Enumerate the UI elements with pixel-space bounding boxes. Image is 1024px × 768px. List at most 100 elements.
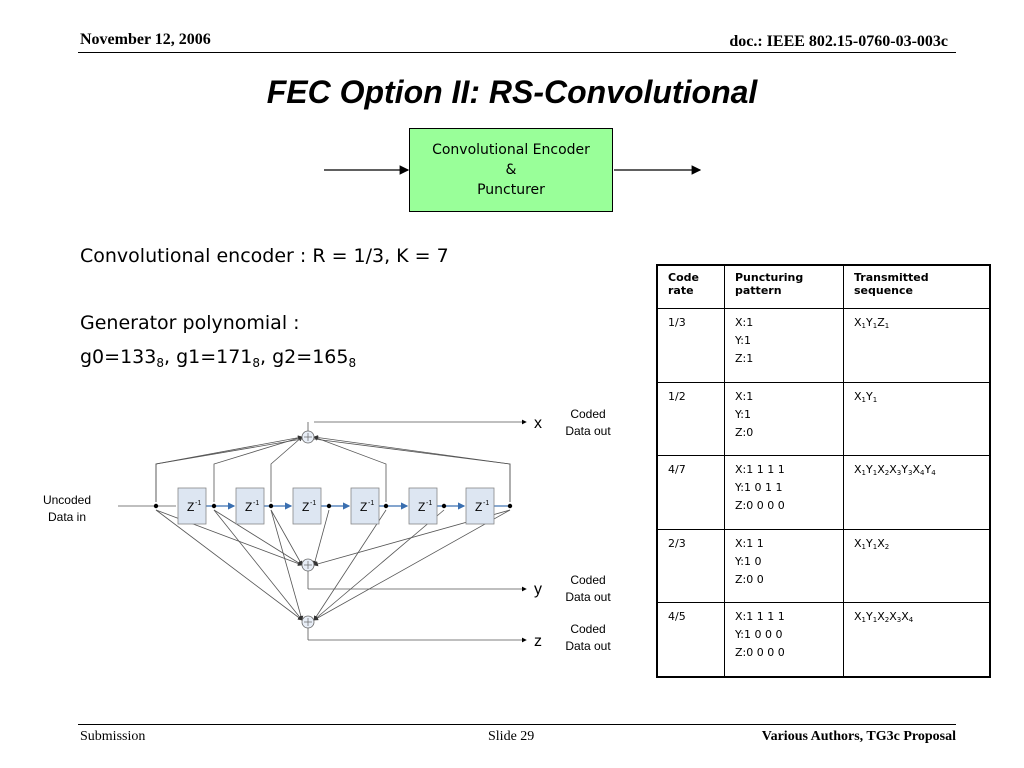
encoder-box-line2: & <box>505 162 517 178</box>
sequence-index: 1 <box>861 616 867 625</box>
puncturing-table: Code rate Puncturing pattern Transmitted… <box>656 264 991 678</box>
sequence-symbol: X <box>854 316 862 329</box>
transmitted-sequence-cell: X1Y1X2X3Y3X4Y4 <box>843 455 991 530</box>
g1-value: , g1=171 <box>163 346 253 368</box>
slide-title: FEC Option II: RS-Convolutional <box>266 74 758 110</box>
delay-register <box>350 487 380 525</box>
output-x-label-2: Data out <box>565 424 611 438</box>
sequence-symbol: X <box>877 536 885 550</box>
output-z-label-2: Data out <box>565 639 611 653</box>
pattern-line: Y:1 0 0 0 <box>735 628 783 642</box>
transmitted-sequence-cell: X1Y1X2 <box>843 528 991 604</box>
z-tap <box>313 509 445 621</box>
sequence-symbol: Y <box>901 463 908 477</box>
delay-register <box>465 487 495 525</box>
sequence-symbol: Y <box>866 316 873 329</box>
generator-values: g0=1338, g1=1718, g2=1658 <box>80 346 356 370</box>
delay-label: Z <box>302 500 309 514</box>
sequence-index: 1 <box>861 395 867 404</box>
header-divider <box>78 52 956 53</box>
sequence-index: 3 <box>907 469 913 478</box>
y-tap <box>312 509 330 566</box>
sequence-index: 1 <box>884 322 890 330</box>
output-y-symbol: y <box>534 581 542 598</box>
g1-base: 8 <box>252 356 261 370</box>
delay-exponent: -1 <box>195 500 201 507</box>
pattern-line: X:1 1 1 1 <box>735 610 785 624</box>
header-transmitted-sequence: Transmitted sequence <box>843 264 991 309</box>
sequence-index: 1 <box>861 322 867 330</box>
pattern-line: Y:1 <box>735 407 751 421</box>
header-puncturing-pattern: Puncturing pattern <box>724 264 844 309</box>
output-x-label-1: Coded <box>570 407 605 421</box>
sequence-index: 3 <box>896 469 902 478</box>
pattern-line: Z:0 0 <box>735 572 764 586</box>
g2-value: , g2=165 <box>260 346 349 368</box>
header-doc-id: doc.: IEEE 802.15-0760-03-003c <box>729 33 948 50</box>
sequence-symbol: Y <box>924 463 932 477</box>
encoder-arrows <box>324 165 702 175</box>
z-tap <box>270 509 304 621</box>
transmitted-sequence-cell: X1Y1Z1 <box>843 308 991 383</box>
sequence-symbol: X <box>854 610 862 624</box>
header-date: November 12, 2006 <box>80 31 211 48</box>
sequence-index: 3 <box>896 616 902 625</box>
z-tap <box>313 509 387 621</box>
sequence-symbol: X <box>854 389 862 403</box>
pattern-line: X:1 <box>735 316 754 329</box>
sequence-index: 4 <box>908 616 914 625</box>
footer-submission: Submission <box>80 729 146 744</box>
footer-slide-number: Slide 29 <box>488 729 535 744</box>
sequence-symbol: X <box>854 463 862 477</box>
tap-dot <box>383 503 389 509</box>
tap-dot <box>326 503 332 509</box>
sequence-symbol: Y <box>866 536 873 550</box>
sequence-index: 1 <box>872 469 878 478</box>
g0-value: g0=133 <box>80 346 157 368</box>
sequence-index: 4 <box>931 469 936 478</box>
delay-exponent: -1 <box>426 500 432 507</box>
uncoded-label-2: Data in <box>48 510 86 524</box>
tap-dot <box>153 503 159 509</box>
output-z-symbol: z <box>534 633 542 650</box>
sequence-symbol: Y <box>866 389 873 403</box>
footer-divider <box>78 724 956 725</box>
output-y-label-2: Data out <box>565 590 611 604</box>
generator-heading: Generator polynomial : <box>80 312 300 334</box>
sequence-index: 1 <box>872 542 878 551</box>
sequence-symbol: Y <box>866 463 873 477</box>
delay-exponent: -1 <box>483 500 489 507</box>
sequence-index: 1 <box>861 469 867 478</box>
outer-loop-left <box>155 438 303 502</box>
z-tap <box>155 509 303 621</box>
code-rate-cell: 4/5 <box>656 602 725 678</box>
uncoded-label-1: Uncoded <box>43 493 91 507</box>
encoder-box-line1: Convolutional Encoder <box>432 142 590 158</box>
transmitted-sequence-cell: X1Y1 <box>843 381 991 457</box>
pattern-line: Z:1 <box>735 352 754 365</box>
pattern-line: Y:1 0 1 1 <box>735 481 783 495</box>
pattern-line: X:1 1 1 1 <box>735 463 785 477</box>
pattern-line: Y:1 <box>735 334 751 347</box>
g0-base: 8 <box>156 356 164 370</box>
x-tap <box>270 436 303 502</box>
output-y-label-1: Coded <box>570 573 605 587</box>
delay-register <box>408 487 438 525</box>
x-tap <box>213 435 303 502</box>
sequence-symbol: X <box>854 536 862 550</box>
convolutional-encoder-box: Convolutional Encoder & Puncturer <box>409 128 613 212</box>
encoder-box-line3: Puncturer <box>477 182 545 198</box>
delay-exponent: -1 <box>310 500 316 507</box>
y-tap <box>270 509 303 566</box>
sequence-symbol: X <box>901 610 909 624</box>
header-code-rate: Code rate <box>656 264 725 309</box>
